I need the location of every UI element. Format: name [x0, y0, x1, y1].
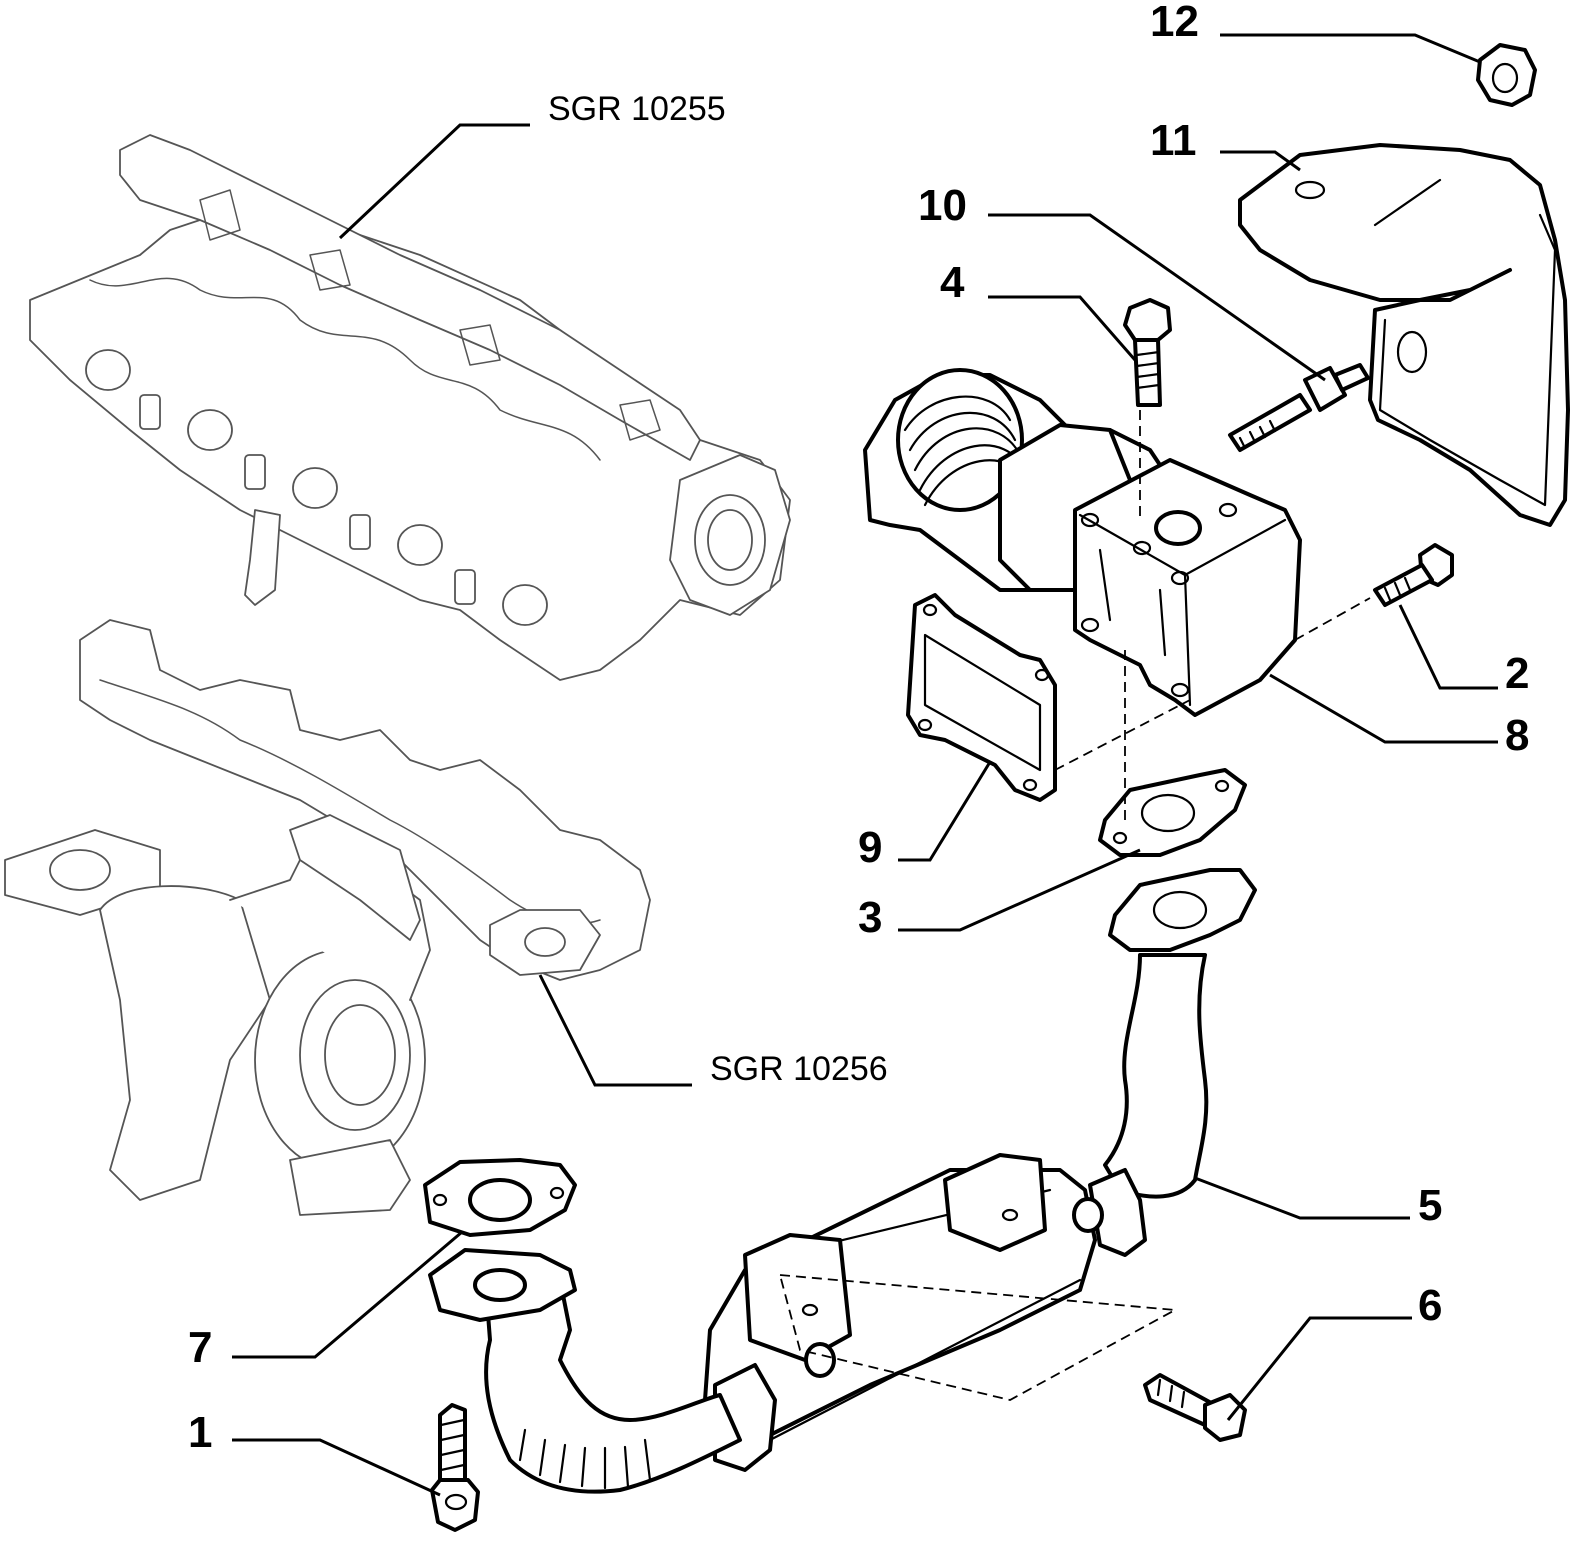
part-4-bolt	[1123, 298, 1172, 407]
callout-5: 5	[1418, 1181, 1442, 1230]
reference-labels: SGR 10255 SGR 10256	[548, 90, 888, 1088]
part-11-bracket	[1238, 143, 1570, 527]
callout-9: 9	[858, 823, 882, 872]
part-10-stud	[1228, 363, 1370, 452]
callout-8: 8	[1505, 711, 1529, 760]
callout-10: 10	[918, 181, 967, 230]
callout-7: 7	[188, 1323, 212, 1372]
callout-4: 4	[940, 258, 965, 307]
part-9-gasket	[906, 593, 1057, 802]
intake-manifold-ghost	[29, 134, 791, 681]
callout-6: 6	[1418, 1281, 1442, 1330]
part-8-egr-valve	[863, 368, 1302, 717]
exhaust-manifold-turbo-ghost	[4, 619, 651, 1216]
callout-2: 2	[1505, 649, 1529, 698]
leader-lines	[232, 33, 1498, 1497]
part-7-gasket	[423, 1158, 577, 1237]
part-6-bolt	[1143, 1373, 1247, 1442]
assembly-guide-lines	[1054, 410, 1371, 820]
ref-exhaust-manifold-turbo: SGR 10256	[710, 1050, 888, 1088]
callout-12: 12	[1150, 0, 1199, 46]
callout-labels: 12 11 10 4 2 8 9 3 5 6 7 1	[188, 0, 1529, 1457]
callout-11: 11	[1150, 116, 1197, 165]
ref-intake-manifold: SGR 10255	[548, 90, 726, 128]
part-12-nut	[1476, 43, 1537, 107]
part-2-bolt	[1373, 543, 1454, 607]
callout-3: 3	[858, 893, 882, 942]
part-5-egr-cooler	[428, 868, 1257, 1494]
part-3-gasket	[1098, 768, 1247, 857]
part-1-screw	[430, 1403, 480, 1532]
callout-1: 1	[188, 1408, 212, 1457]
